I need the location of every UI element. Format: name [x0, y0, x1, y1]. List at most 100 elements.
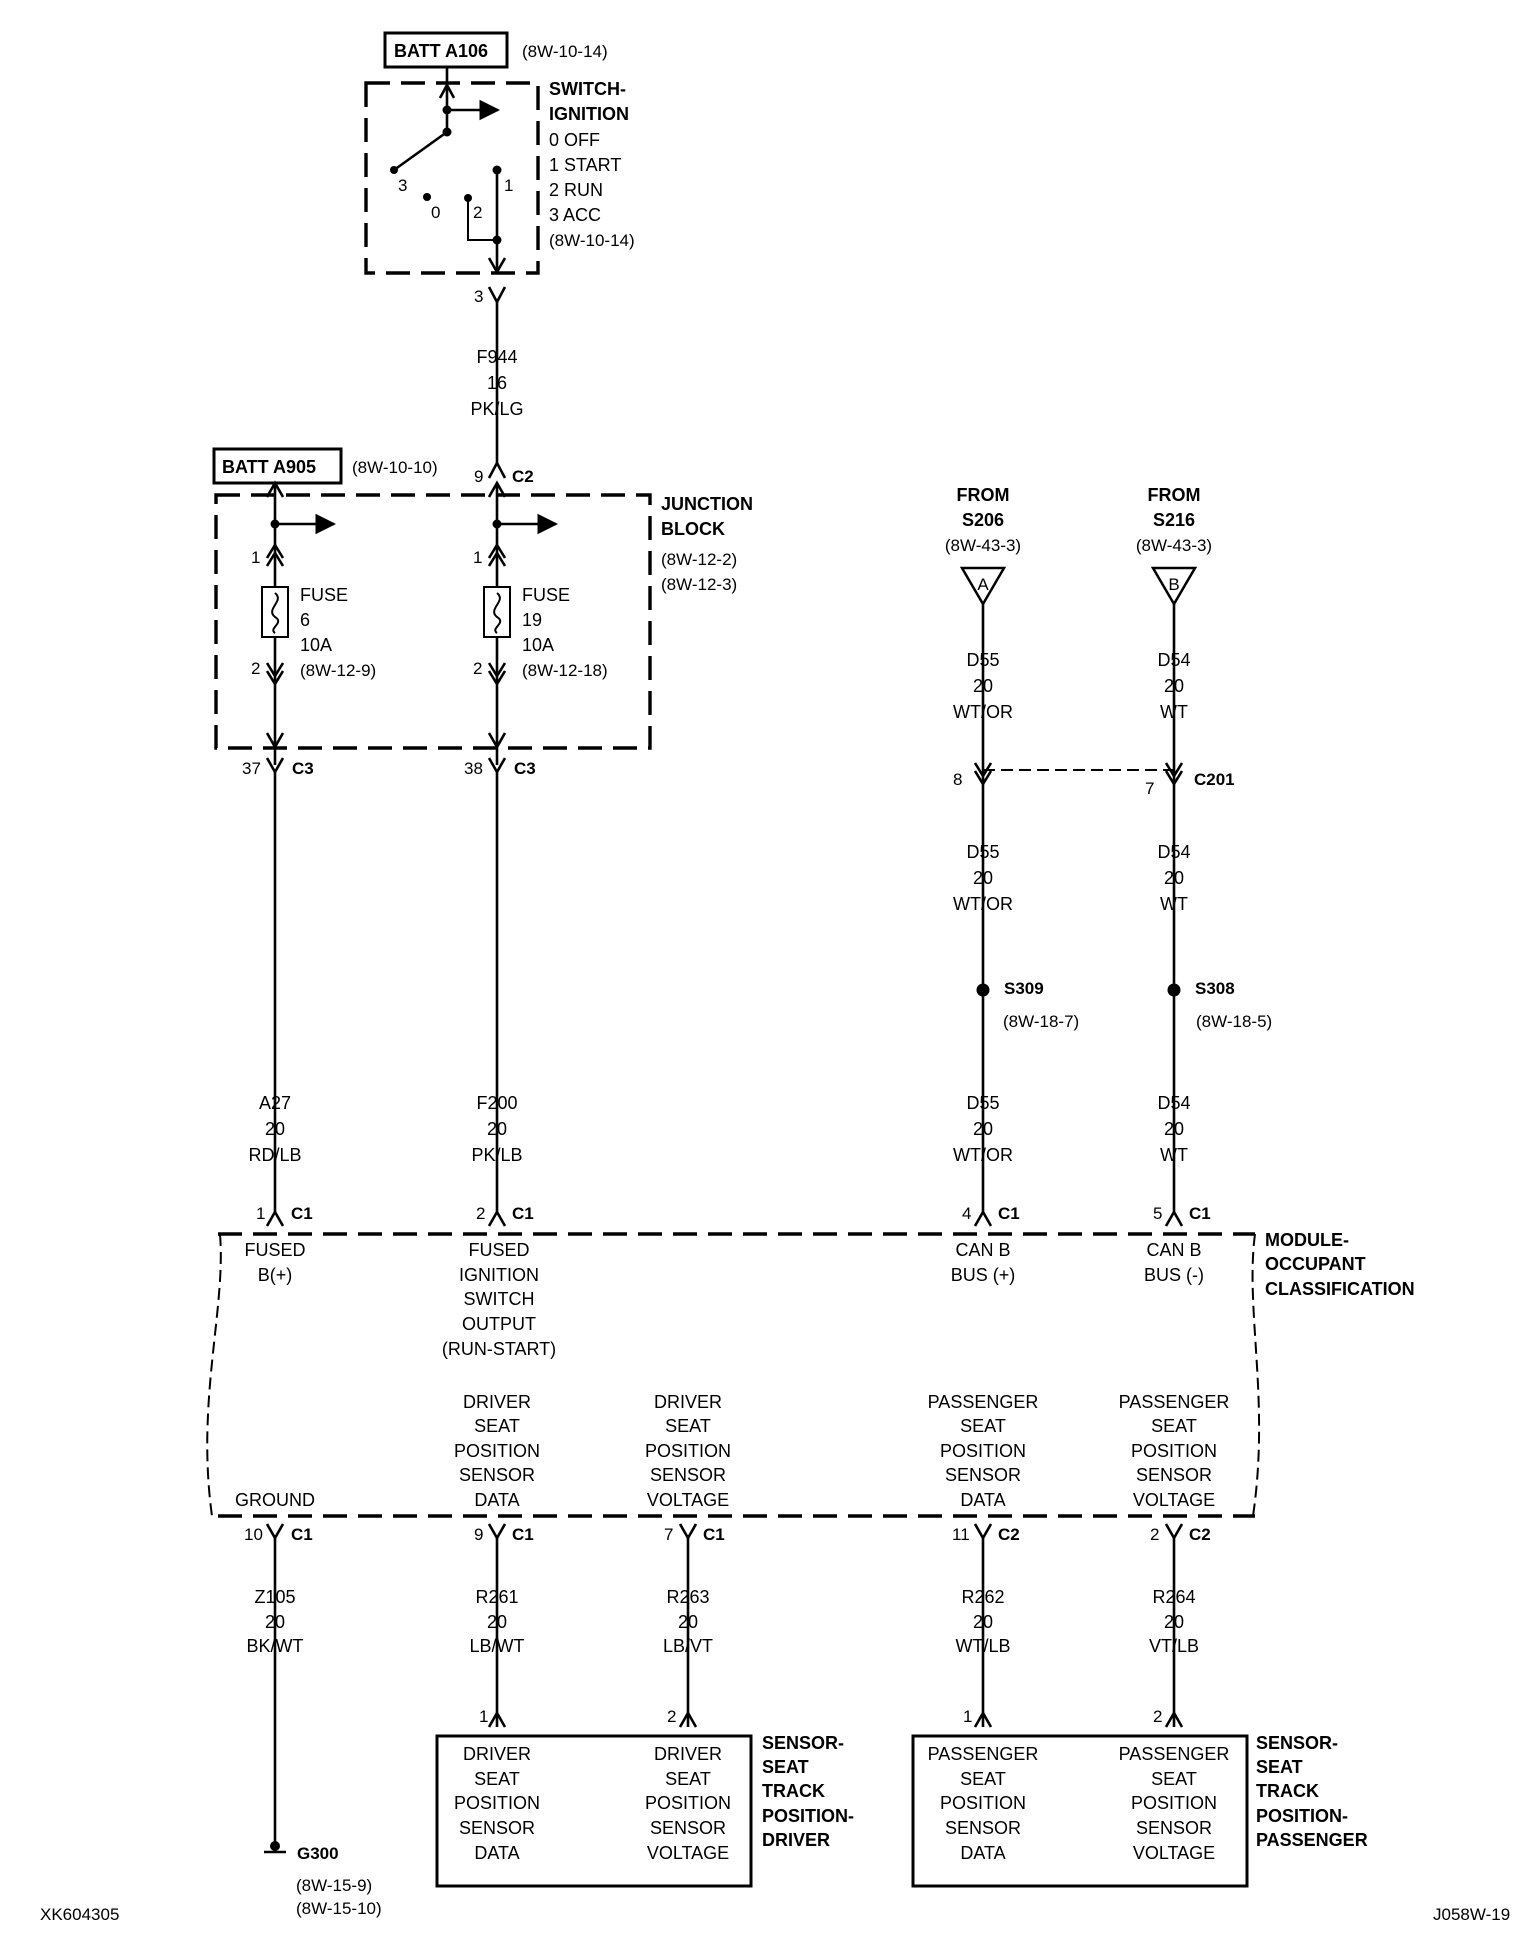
jb-ref-2: (8W-12-3) — [661, 575, 737, 594]
passenger-sensor-b-5: VOLTAGE — [1133, 1843, 1215, 1863]
r264-color: VT/LB — [1149, 1636, 1199, 1656]
footer-page-id: J058W-19 — [1433, 1905, 1510, 1924]
f200-gauge: 20 — [487, 1119, 507, 1139]
fuse19-label: FUSE — [522, 585, 570, 605]
c3-pin-38: 38 — [464, 759, 483, 778]
batt-a905-label: BATT A905 — [222, 457, 316, 477]
from-s216-ref: (8W-43-3) — [1136, 536, 1212, 555]
module-pin-5: 5 — [1153, 1204, 1162, 1223]
module-c1-c: C1 — [998, 1204, 1020, 1223]
pin-fis-5: (RUN-START) — [442, 1339, 556, 1359]
passenger-sensor-title-2: SEAT — [1256, 1757, 1303, 1777]
pin-can-plus-2: BUS (+) — [951, 1265, 1016, 1285]
z105-code: Z105 — [254, 1587, 295, 1607]
f944-gauge: 16 — [487, 373, 507, 393]
d55-a-gauge: 20 — [973, 676, 993, 696]
pin-dsv-5: VOLTAGE — [647, 1490, 729, 1510]
d55-a-color: WT/OR — [953, 702, 1013, 722]
pin-psv-5: VOLTAGE — [1133, 1490, 1215, 1510]
jb-title-1: JUNCTION — [661, 494, 753, 514]
pin-fused-b-2: B(+) — [258, 1265, 293, 1285]
splice-s308-dot — [1167, 983, 1181, 997]
fuse6-label: FUSE — [300, 585, 348, 605]
pin-dsv-1: DRIVER — [654, 1392, 722, 1412]
passenger-sensor-a-3: POSITION — [940, 1793, 1026, 1813]
fuse6-pin-2: 2 — [251, 659, 260, 678]
driver-sensor-title-2: SEAT — [762, 1757, 809, 1777]
sensor-driver-pin-1: 1 — [479, 1707, 488, 1726]
pin-psd-1: PASSENGER — [928, 1392, 1039, 1412]
module-pin-4: 4 — [962, 1204, 971, 1223]
driver-sensor-b-2: SEAT — [665, 1769, 711, 1789]
a27-code: A27 — [259, 1093, 291, 1113]
passenger-sensor-b-3: POSITION — [1131, 1793, 1217, 1813]
pin-psd-5: DATA — [960, 1490, 1005, 1510]
pin-can-minus-1: CAN B — [1146, 1240, 1201, 1260]
passenger-sensor-b-4: SENSOR — [1136, 1818, 1212, 1838]
switch-contact-1: 1 — [504, 176, 513, 195]
module-c2-b: C2 — [1189, 1525, 1211, 1544]
driver-sensor-a-2: SEAT — [474, 1769, 520, 1789]
passenger-sensor-box — [911, 1734, 1249, 1888]
r264-gauge: 20 — [1164, 1612, 1184, 1632]
fuse6-ref: (8W-12-9) — [300, 661, 376, 680]
switch-contact-2: 2 — [473, 203, 482, 222]
fuse6-pin-1: 1 — [251, 548, 260, 567]
f200-color: PK/LB — [471, 1145, 522, 1165]
pin-dsv-2: SEAT — [665, 1416, 711, 1436]
batt-a905-ref: (8W-10-10) — [352, 458, 438, 477]
pin-psv-2: SEAT — [1151, 1416, 1197, 1436]
fuse6-number: 6 — [300, 610, 310, 630]
z105-color: BK/WT — [247, 1636, 304, 1656]
switch-title-2: IGNITION — [549, 104, 629, 124]
c201-pin-7: 7 — [1145, 779, 1154, 798]
batt-a106-ref: (8W-10-14) — [522, 42, 608, 61]
pin-psv-4: SENSOR — [1136, 1465, 1212, 1485]
a27-color: RD/LB — [248, 1145, 301, 1165]
junction-block-boundary — [214, 493, 652, 750]
c3-pin-37: 37 — [242, 759, 261, 778]
ground-g300-ref-2: (8W-15-10) — [296, 1899, 382, 1918]
pin-psd-4: SENSOR — [945, 1465, 1021, 1485]
c201-pin-8: 8 — [953, 770, 962, 789]
driver-sensor-b-1: DRIVER — [654, 1744, 722, 1764]
passenger-sensor-title-4: POSITION- — [1256, 1806, 1348, 1826]
pin-fis-3: SWITCH — [464, 1289, 535, 1309]
from-s216-2: S216 — [1153, 510, 1195, 530]
fuse19-pin-1: 1 — [473, 548, 482, 567]
switch-contact-3: 3 — [398, 176, 407, 195]
module-pin-9: 9 — [474, 1525, 483, 1544]
module-power-wires: A27 20 RD/LB F200 20 PK/LB — [248, 772, 523, 1212]
batt-a106-label: BATT A106 — [394, 41, 488, 61]
splice-s309: S309 — [1004, 979, 1044, 998]
a27-gauge: 20 — [265, 1119, 285, 1139]
d54-a-code: D54 — [1157, 650, 1190, 670]
pin-dsd-5: DATA — [474, 1490, 519, 1510]
from-s216-1: FROM — [1148, 485, 1201, 505]
module-pin-11: 11 — [952, 1525, 970, 1544]
module-pin-1: 1 — [256, 1204, 265, 1223]
d54-c-gauge: 20 — [1164, 1119, 1184, 1139]
from-s206-1: FROM — [957, 485, 1010, 505]
module-pin-2: 2 — [476, 1204, 485, 1223]
junction-block: 9 C2 BATT A905 (8W-10-10) JUNCTION BLOCK… — [212, 447, 753, 778]
d54-b-gauge: 20 — [1164, 868, 1184, 888]
module-pin-2b: 2 — [1150, 1525, 1159, 1544]
passenger-sensor-a-4: SENSOR — [945, 1818, 1021, 1838]
driver-sensor-title-4: POSITION- — [762, 1806, 854, 1826]
f944-code: F944 — [476, 347, 517, 367]
d54-c-color: WT — [1160, 1145, 1188, 1165]
driver-sensor-a-3: POSITION — [454, 1793, 540, 1813]
pin-psd-2: SEAT — [960, 1416, 1006, 1436]
module-c1-b: C1 — [512, 1204, 534, 1223]
batt-a905-box — [212, 447, 343, 485]
module-c1-a: C1 — [291, 1204, 313, 1223]
pin-fis-1: FUSED — [468, 1240, 529, 1260]
offpage-b-triangle — [1150, 566, 1198, 607]
splice-s309-dot — [976, 983, 990, 997]
from-s206-ref: (8W-43-3) — [945, 536, 1021, 555]
module-pin-7: 7 — [664, 1525, 673, 1544]
r261-color: LB/WT — [469, 1636, 524, 1656]
pin-psv-1: PASSENGER — [1119, 1392, 1230, 1412]
